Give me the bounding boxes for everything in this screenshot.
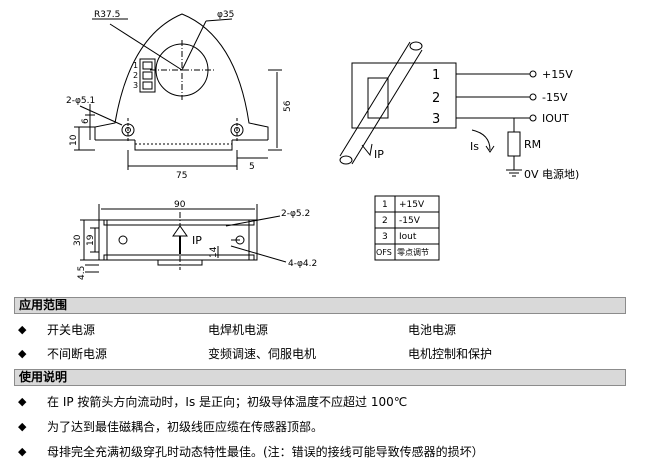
application-item: 变频调速、伺服电机 xyxy=(208,347,317,361)
ip-arrow-label: IP xyxy=(192,234,202,247)
usage-item: ◆ 为了达到最佳磁耦合，初级线匝应缆在传感器顶部。 xyxy=(18,418,658,436)
sensor-technical-drawing: R37.5 φ35 1 2 3 2-φ5.1 56 6 10 75 5 90 2… xyxy=(66,10,579,280)
usage-header: 使用说明 xyxy=(14,369,626,386)
front-view xyxy=(74,13,282,170)
pin-number-3: 3 xyxy=(133,81,138,90)
application-item: 不间断电源 xyxy=(47,347,108,361)
conn-minus15v: -15V xyxy=(542,91,568,104)
dim-10: 10 xyxy=(69,134,79,146)
application-item: 电池电源 xyxy=(408,323,457,337)
diamond-bullet-icon: ◆ xyxy=(18,347,27,360)
dim-30: 30 xyxy=(73,234,83,246)
application-item: 电机控制和保护 xyxy=(408,347,493,361)
dim-90: 90 xyxy=(174,200,186,210)
application-item: 电焊机电源 xyxy=(208,323,269,337)
pin-table-r3-c1: 3 xyxy=(382,232,388,242)
applications-row: ◆ 不间断电源 变频调速、伺服电机 电机控制和保护 xyxy=(18,345,658,363)
usage-item: ◆ 在 IP 按箭头方向流动时，Is 是正向；初级导体温度不应超过 100℃ xyxy=(18,393,658,411)
pin-table-r2-c1: 2 xyxy=(382,216,388,226)
diamond-bullet-icon: ◆ xyxy=(18,395,27,408)
ground-label: 0V 电源地) xyxy=(524,167,579,181)
dim-2-d51: 2-φ5.1 xyxy=(66,96,95,106)
applications-header: 应用范围 xyxy=(14,297,626,314)
pin-number-2: 2 xyxy=(133,71,138,80)
usage-title: 使用说明 xyxy=(19,370,68,384)
usage-text: 为了达到最佳磁耦合，初级线匝应缆在传感器顶部。 xyxy=(47,420,324,434)
rm-label: RM xyxy=(524,138,541,151)
applications-row: ◆ 开关电源 电焊机电源 电池电源 xyxy=(18,321,658,339)
dim-d35: φ35 xyxy=(217,10,234,20)
pin-table-r4-c2: 零点调节 xyxy=(397,248,429,257)
ip-label: IP xyxy=(374,148,384,161)
dim-4-d42: 4-φ4.2 xyxy=(288,259,317,269)
dim-19: 19 xyxy=(86,234,96,246)
applications-title: 应用范围 xyxy=(19,298,68,312)
dim-14: 14 xyxy=(209,246,219,258)
pin-table xyxy=(374,195,440,261)
pin-number-1: 1 xyxy=(133,61,138,70)
dim-45: 4.5 xyxy=(77,266,87,280)
pin-table-r2-c2: -15V xyxy=(399,216,421,226)
pin-table-r3-c2: Iout xyxy=(399,232,417,242)
usage-text: 母排完全充满初级穿孔时动态特性最佳。(注：错误的接线可能导致传感器的损坏） xyxy=(47,445,484,459)
diamond-bullet-icon: ◆ xyxy=(18,420,27,433)
application-item: 开关电源 xyxy=(47,323,96,337)
dim-6: 6 xyxy=(81,118,91,124)
top-view xyxy=(80,204,287,273)
terminal-3-label: 3 xyxy=(432,112,440,127)
diamond-bullet-icon: ◆ xyxy=(18,323,27,336)
dim-r375: R37.5 xyxy=(94,10,120,20)
conn-plus15v: +15V xyxy=(542,68,573,81)
dim-5: 5 xyxy=(249,162,255,172)
usage-text: 在 IP 按箭头方向流动时，Is 是正向；初级导体温度不应超过 100℃ xyxy=(47,395,408,409)
usage-item: ◆ 母排完全充满初级穿孔时动态特性最佳。(注：错误的接线可能导致传感器的损坏） xyxy=(18,443,658,461)
dim-2-d52: 2-φ5.2 xyxy=(281,209,310,219)
conn-iout: IOUT xyxy=(542,112,569,125)
pin-table-r1-c1: 1 xyxy=(382,200,388,210)
is-label: Is xyxy=(470,140,479,153)
pin-table-r1-c2: +15V xyxy=(399,200,425,210)
pin-table-r4-c1: OFS xyxy=(376,248,392,257)
dim-75: 75 xyxy=(176,171,187,181)
ip-direction-arrow xyxy=(172,225,188,254)
wiring-diagram xyxy=(339,41,537,177)
dim-56: 56 xyxy=(283,100,293,112)
diamond-bullet-icon: ◆ xyxy=(18,445,27,458)
terminal-1-label: 1 xyxy=(432,68,440,83)
terminal-2-label: 2 xyxy=(432,91,440,106)
